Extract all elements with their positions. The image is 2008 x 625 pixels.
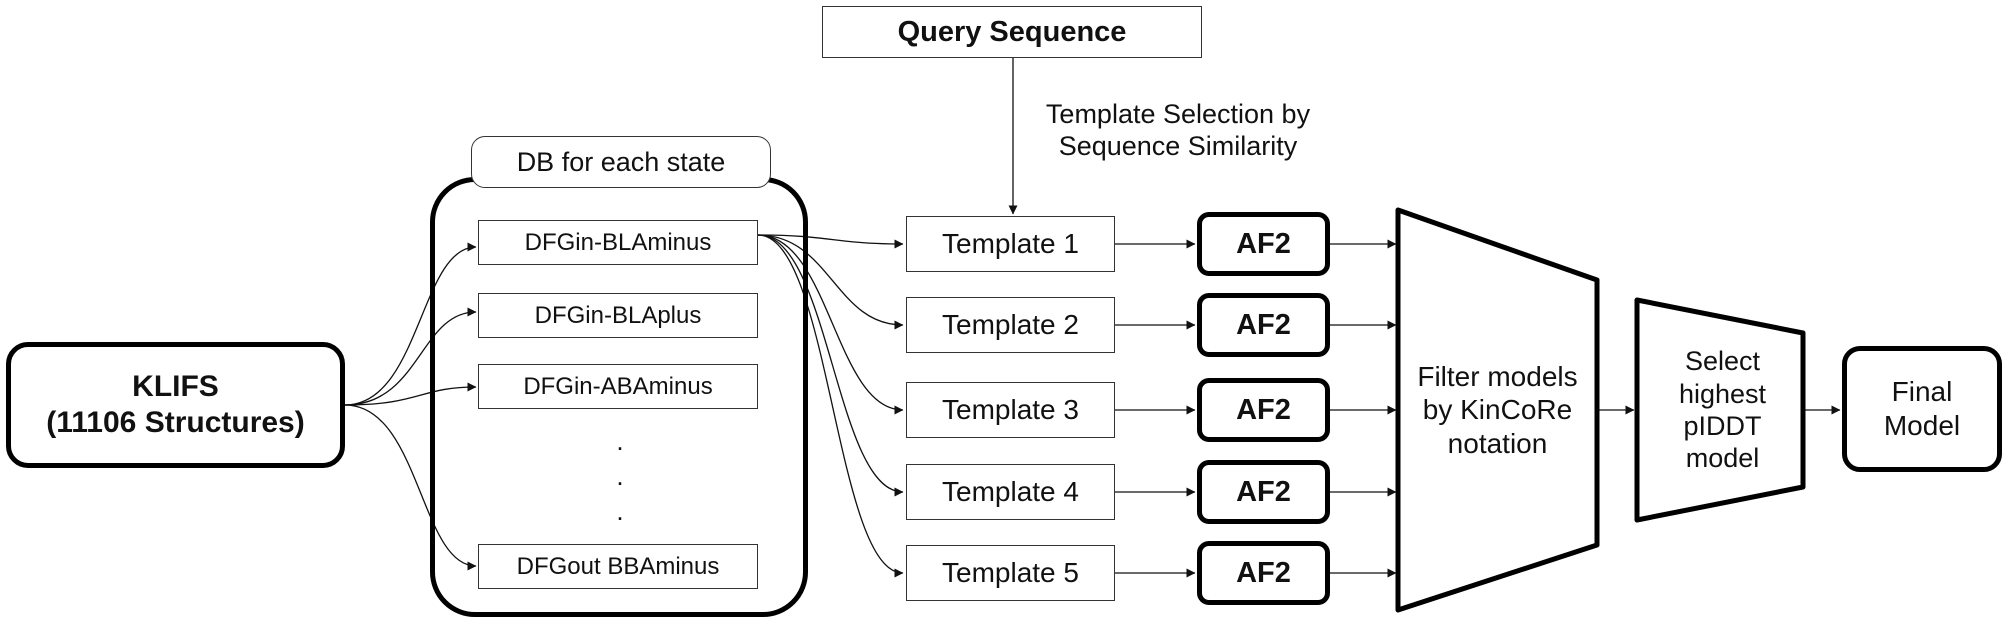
- af2-box-5: AF2: [1197, 541, 1330, 605]
- template-2-box: Template 2: [906, 297, 1115, 353]
- state-label: DFGin-BLAminus: [524, 228, 712, 256]
- state-dfgout-bbaminus: DFGout BBAminus: [478, 544, 758, 589]
- state-label: DFGin-BLAplus: [534, 301, 702, 329]
- template-1-box: Template 1: [906, 216, 1115, 272]
- state-label: DFGout BBAminus: [516, 552, 720, 580]
- template-label: Template 1: [942, 228, 1079, 259]
- db-header: DB for each state: [471, 136, 771, 188]
- klifs-subtitle: (11106 Structures): [46, 406, 305, 439]
- state-label: DFGin-ABAminus: [523, 372, 713, 400]
- af2-box-1: AF2: [1197, 212, 1330, 276]
- query-sequence-box: Query Sequence: [822, 6, 1202, 58]
- final-model-label: Final Model: [1883, 376, 1961, 441]
- af2-label: AF2: [1236, 475, 1291, 508]
- ellipsis-dot: .: [616, 425, 624, 456]
- db-header-label: DB for each state: [516, 146, 726, 177]
- template-label: Template 3: [942, 394, 1079, 425]
- filter-label: Filter models by KinCoRe notation: [1417, 360, 1578, 459]
- ellipsis-dot: .: [616, 495, 624, 526]
- af2-box-3: AF2: [1197, 378, 1330, 442]
- af2-label: AF2: [1236, 393, 1291, 426]
- filter-funnel: [1395, 207, 1600, 613]
- klifs-fanout-arrows: [344, 242, 477, 571]
- af2-label: AF2: [1236, 227, 1291, 260]
- select-funnel: [1634, 297, 1806, 523]
- query-sequence-label: Query Sequence: [897, 15, 1127, 48]
- template-label: Template 2: [942, 309, 1079, 340]
- af2-box-4: AF2: [1197, 460, 1330, 524]
- af2-to-filter-arrows: [1330, 239, 1397, 578]
- template-5-box: Template 5: [906, 545, 1115, 601]
- select-label: Select highest pIDDT model: [1678, 346, 1767, 474]
- state-dfgin-abaminus: DFGin-ABAminus: [478, 364, 758, 409]
- state-dfgin-blaplus: DFGin-BLAplus: [478, 293, 758, 338]
- klifs-title: KLIFS: [132, 370, 219, 403]
- klifs-box: KLIFS (11106 Structures): [6, 342, 345, 468]
- af2-label: AF2: [1236, 556, 1291, 589]
- state-to-template-arrows: [757, 234, 904, 578]
- ellipsis-dot: .: [616, 460, 624, 491]
- af2-box-2: AF2: [1197, 293, 1330, 357]
- af2-label: AF2: [1236, 308, 1291, 341]
- state-dfgin-blaminus: DFGin-BLAminus: [478, 220, 758, 265]
- template-to-af2-arrows: [1115, 239, 1196, 578]
- template-4-box: Template 4: [906, 464, 1115, 520]
- template-selection-caption: Template Selection by Sequence Similarit…: [1045, 98, 1311, 161]
- template-3-box: Template 3: [906, 382, 1115, 438]
- final-model-box: Final Model: [1842, 346, 2002, 472]
- template-label: Template 4: [942, 476, 1079, 507]
- template-label: Template 5: [942, 557, 1079, 588]
